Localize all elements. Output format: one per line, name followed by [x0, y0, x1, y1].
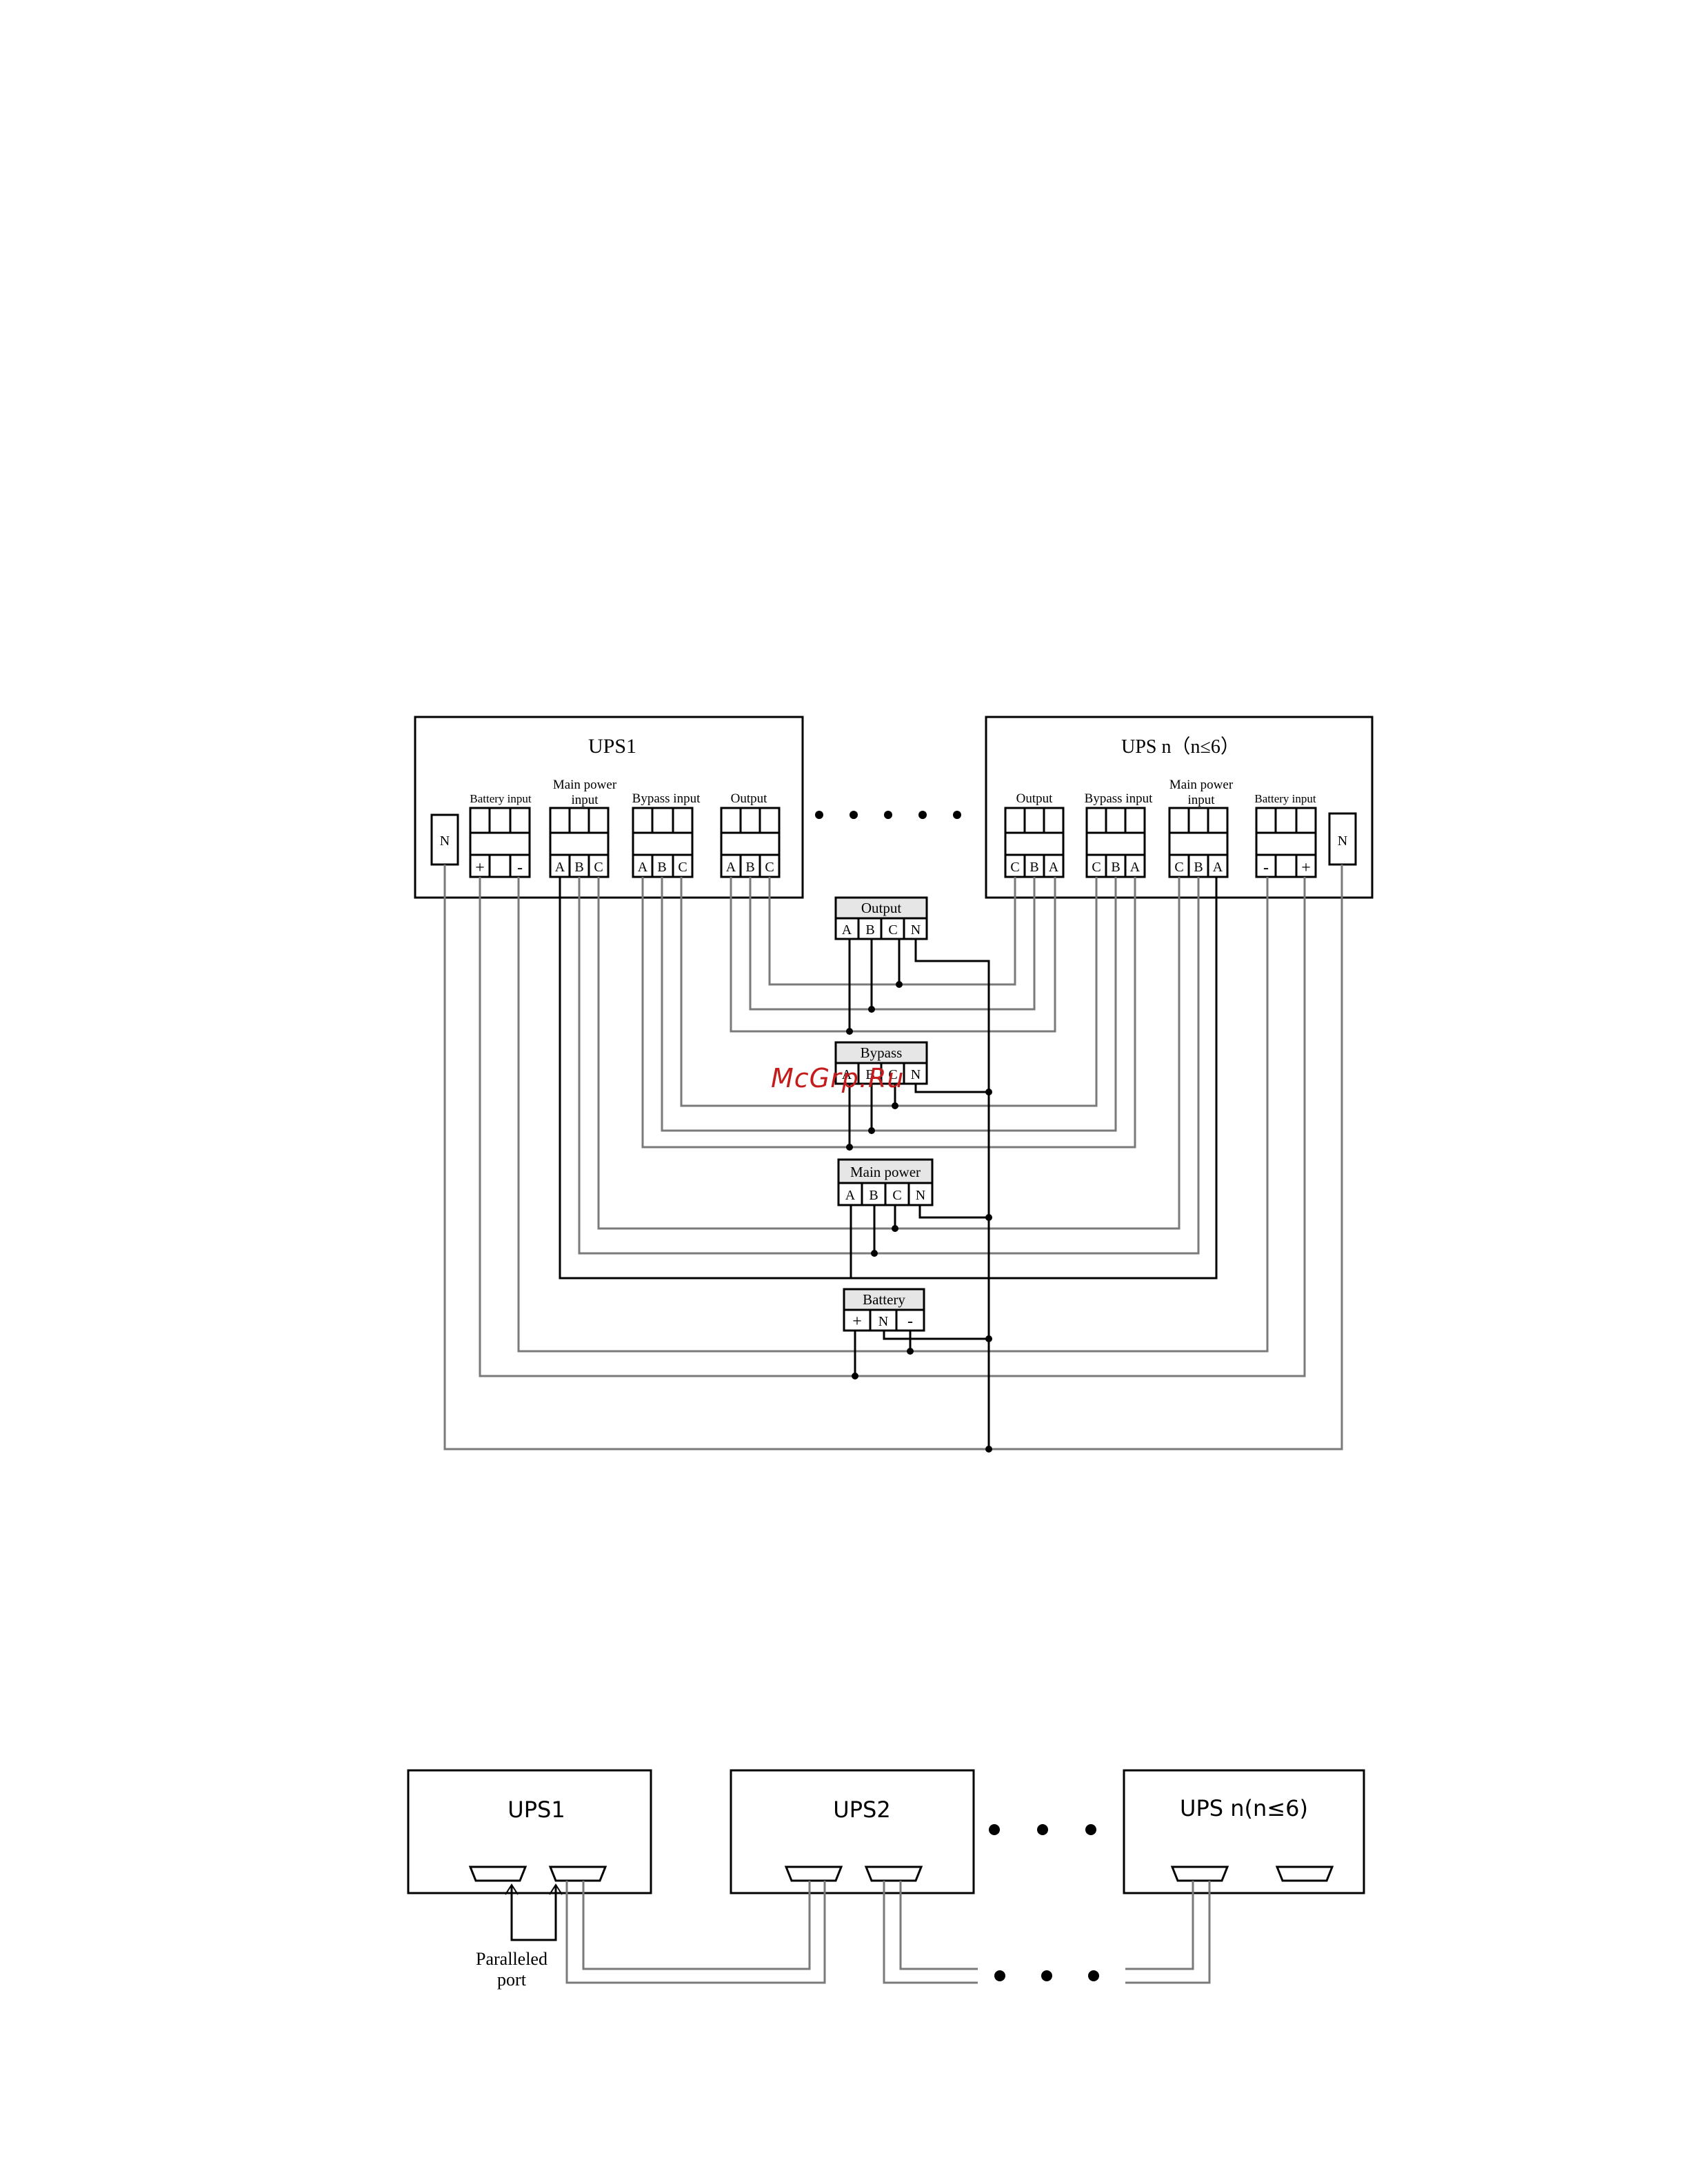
battery-bus-n: N	[878, 1314, 888, 1329]
ups1-byp-a: A	[638, 860, 648, 875]
main-power-bus-title: Main power	[850, 1164, 921, 1180]
main-power-bus-c: C	[892, 1188, 901, 1203]
upsn-n-label: N	[1338, 833, 1347, 849]
battery-bus-minus: -	[907, 1313, 913, 1331]
ups1-out-a: A	[726, 860, 736, 875]
upsn-output-label: Output	[1016, 791, 1054, 806]
ups1-byp-b: B	[657, 860, 666, 875]
upsn-main-power-label-1: Main power	[1169, 778, 1234, 792]
ups1-bat-minus: -	[517, 859, 523, 877]
parallel-ups2-box	[731, 1770, 974, 1893]
output-bus-c: C	[888, 922, 897, 938]
parallel-upsn-title: UPS n(n≤6)	[1180, 1795, 1308, 1821]
ups1-output-label: Output	[731, 791, 768, 806]
parallel-cables	[567, 1881, 1209, 1983]
bypass-bus-title: Bypass	[861, 1044, 903, 1061]
ups1-main-b: B	[574, 860, 583, 875]
main-power-bus-b: B	[869, 1188, 878, 1203]
upsn-byp-a: A	[1130, 860, 1141, 875]
upsn-byp-b: B	[1111, 860, 1120, 875]
upsn-out-b: B	[1029, 860, 1038, 875]
ups1-byp-c: C	[678, 860, 687, 875]
paralleled-port-label-1: Paralleled	[476, 1949, 547, 1969]
output-bus-n: N	[911, 922, 921, 938]
parallel-upsn-box	[1124, 1770, 1364, 1893]
output-bus-b: B	[865, 922, 874, 938]
upsn-main-power-label-2: input	[1187, 793, 1215, 807]
upsn-bat-minus: -	[1263, 859, 1269, 877]
upsn-main-c: C	[1174, 860, 1183, 875]
output-bus-a: A	[842, 922, 852, 938]
ups1-bat-plus: +	[475, 859, 485, 877]
parallel-continuation-dots	[989, 1824, 1099, 1981]
upsn-title: UPS n（n≤6）	[1121, 736, 1240, 758]
ups1-out-b: B	[745, 860, 754, 875]
main-power-bus-a: A	[845, 1188, 856, 1203]
upsn-out-c: C	[1010, 860, 1019, 875]
upsn-out-a: A	[1049, 860, 1059, 875]
grey-wires	[445, 865, 1342, 1449]
paralleled-port-label-2: port	[497, 1970, 527, 1990]
ups1-port-2	[550, 1867, 605, 1881]
parallel-ups2-title: UPS2	[833, 1797, 890, 1823]
upsn-byp-c: C	[1092, 860, 1101, 875]
parallel-ups1-title: UPS1	[508, 1797, 565, 1823]
output-bus-title: Output	[861, 900, 902, 916]
ups1-n-label: N	[440, 833, 450, 849]
ups1-bypass-input-label: Bypass input	[632, 791, 701, 806]
upsn-bypass-input-label: Bypass input	[1085, 791, 1153, 806]
ups1-title: UPS1	[588, 735, 636, 758]
ups1-battery-input-label: Battery input	[470, 792, 532, 805]
watermark-text: McGrp.Ru	[771, 1063, 904, 1093]
upsn-bat-plus: +	[1301, 859, 1311, 877]
ups2-port-2	[866, 1867, 921, 1881]
upsn-battery-input-label: Battery input	[1254, 792, 1316, 805]
upsn-port-1	[1172, 1867, 1227, 1881]
ups2-port-1	[786, 1867, 841, 1881]
bypass-bus-n: N	[911, 1067, 921, 1082]
upsn-port-2	[1277, 1867, 1332, 1881]
ups1-port-1	[470, 1867, 525, 1881]
upsn-main-a: A	[1213, 860, 1223, 875]
main-power-bus-n: N	[916, 1188, 925, 1203]
battery-bus-title: Battery	[863, 1291, 905, 1308]
ups1-main-c: C	[594, 860, 603, 875]
ups1-out-c: C	[765, 860, 774, 875]
ups1-main-a: A	[555, 860, 565, 875]
battery-bus-plus: +	[852, 1313, 862, 1331]
upsn-main-b: B	[1194, 860, 1203, 875]
ups1-main-power-label-2: input	[571, 793, 599, 807]
ups1-main-power-label-1: Main power	[553, 778, 617, 792]
continuation-dots	[815, 811, 961, 819]
parallel-ups1-box	[408, 1770, 651, 1893]
